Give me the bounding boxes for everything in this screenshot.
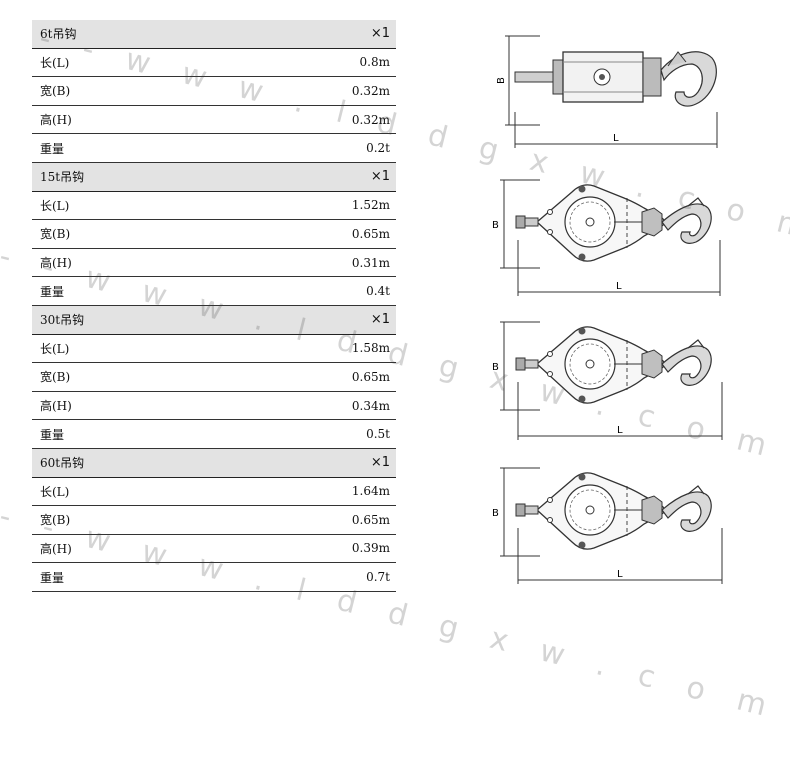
row-label: 长(L): [32, 477, 224, 507]
row-value: 0.8m: [223, 48, 396, 78]
row-label: 高(H): [32, 248, 224, 278]
row-value: 0.31m: [223, 248, 396, 278]
row-label: 宽(B): [32, 76, 224, 106]
hook-drawing-6t: B L: [496, 35, 718, 148]
table-row: 重量 0.7t: [32, 562, 396, 592]
section-quantity: ×1: [223, 305, 396, 335]
row-label: 宽(B): [32, 505, 224, 535]
table-row: 高(H) 0.32m: [32, 105, 396, 135]
row-label: 宽(B): [32, 362, 224, 392]
section-quantity: ×1: [223, 448, 396, 478]
row-value: 0.39m: [223, 534, 396, 564]
dim-length-label: L: [616, 281, 622, 292]
section-header-15t: 15t吊钩 ×1: [32, 162, 396, 192]
dim-width-label: B: [496, 77, 507, 84]
row-label: 重量: [32, 562, 224, 592]
table-row: 长(L) 1.52m: [32, 191, 396, 221]
section-title: 60t吊钩: [32, 448, 224, 478]
row-value: 0.65m: [223, 505, 396, 535]
table-row: 高(H) 0.31m: [32, 248, 396, 278]
dim-width-label: B: [492, 220, 499, 231]
hook-drawing-30t: B L: [492, 321, 723, 440]
row-value: 0.5t: [223, 419, 396, 449]
row-value: 0.7t: [223, 562, 396, 592]
table-row: 重量 0.2t: [32, 133, 396, 163]
table-row: 长(L) 1.64m: [32, 477, 396, 507]
section-header-6t: 6t吊钩 ×1: [32, 20, 396, 49]
row-value: 1.52m: [223, 191, 396, 221]
section-header-60t: 60t吊钩 ×1: [32, 448, 396, 478]
row-label: 长(L): [32, 48, 224, 78]
row-value: 0.65m: [223, 362, 396, 392]
row-value: 0.4t: [223, 276, 396, 306]
dim-width-label: B: [492, 362, 499, 373]
row-label: 宽(B): [32, 219, 224, 249]
hook-drawing-60t: B L: [492, 467, 723, 584]
section-quantity: ×1: [223, 20, 396, 49]
section-title: 30t吊钩: [32, 305, 224, 335]
row-label: 长(L): [32, 191, 224, 221]
dim-length-label: L: [617, 425, 623, 436]
table-row: 宽(B) 0.32m: [32, 76, 396, 106]
row-value: 0.34m: [223, 391, 396, 421]
section-title: 15t吊钩: [32, 162, 224, 192]
row-value: 0.65m: [223, 219, 396, 249]
row-label: 重量: [32, 419, 224, 449]
row-label: 高(H): [32, 534, 224, 564]
table-row: 宽(B) 0.65m: [32, 505, 396, 535]
row-label: 重量: [32, 133, 224, 163]
dim-width-label: B: [492, 508, 499, 519]
row-value: 0.32m: [223, 76, 396, 106]
table-row: 长(L) 0.8m: [32, 48, 396, 78]
row-label: 重量: [32, 276, 224, 306]
dim-length-label: L: [613, 133, 619, 144]
row-value: 1.64m: [223, 477, 396, 507]
section-title: 6t吊钩: [32, 20, 224, 49]
hook-drawings: B L B L B L: [492, 35, 723, 584]
table-row: 宽(B) 0.65m: [32, 362, 396, 392]
hook-drawing-15t: B L: [492, 179, 721, 296]
table-row: 宽(B) 0.65m: [32, 219, 396, 249]
dim-length-label: L: [617, 569, 623, 580]
table-row: 长(L) 1.58m: [32, 334, 396, 364]
row-value: 1.58m: [223, 334, 396, 364]
table-row: 高(H) 0.39m: [32, 534, 396, 564]
section-header-30t: 30t吊钩 ×1: [32, 305, 396, 335]
row-value: 0.32m: [223, 105, 396, 135]
table-row: 重量 0.4t: [32, 276, 396, 306]
row-value: 0.2t: [223, 133, 396, 163]
row-label: 长(L): [32, 334, 224, 364]
table-row: 高(H) 0.34m: [32, 391, 396, 421]
row-label: 高(H): [32, 105, 224, 135]
spec-table: 6t吊钩 ×1 长(L) 0.8m 宽(B) 0.32m 高(H) 0.32m …: [32, 20, 396, 592]
section-quantity: ×1: [223, 162, 396, 192]
row-label: 高(H): [32, 391, 224, 421]
table-row: 重量 0.5t: [32, 419, 396, 449]
